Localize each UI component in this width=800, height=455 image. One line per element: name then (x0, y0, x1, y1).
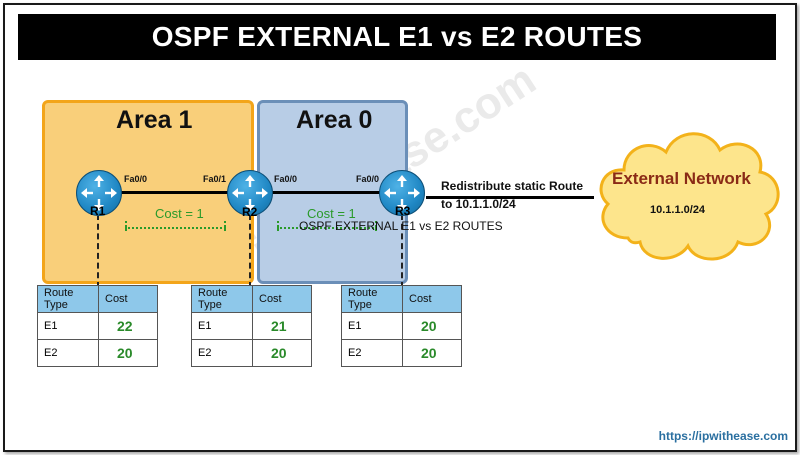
route-type-cell: E2 (341, 339, 403, 367)
area-0-label: Area 0 (296, 106, 373, 134)
table-header-cell: Cost (98, 285, 158, 313)
external-network-address: 10.1.1.0/24 (650, 204, 706, 216)
link-r3-external (426, 196, 594, 199)
external-network-label: External Network (612, 169, 751, 188)
redistribute-line-2: to 10.1.1.0/24 (441, 197, 516, 211)
router-r3-icon (379, 170, 425, 216)
router-r1-icon (76, 170, 122, 216)
cost-tick (224, 221, 226, 231)
cost-tick (277, 221, 279, 231)
cost-cell: 20 (252, 339, 312, 367)
r2-right-interface-label: Fa0/0 (274, 174, 298, 184)
router-r1-label: R1 (90, 204, 106, 218)
r2-dropline (249, 214, 251, 288)
r3-dropline (401, 214, 403, 288)
cost-tick (125, 221, 127, 231)
r3-left-interface-label: Fa0/0 (356, 174, 380, 184)
route-table-r3: Route Type Cost E1 20 E2 20 (341, 285, 462, 367)
table-header-cell: Route Type (37, 285, 99, 313)
r1-dropline (97, 214, 99, 288)
table-row: E2 20 (191, 339, 312, 367)
cost-line-r1-r2 (125, 227, 226, 229)
table-row: E2 20 (341, 339, 462, 367)
cost-line-r2-r3 (277, 227, 377, 229)
area-1-label: Area 1 (116, 106, 193, 134)
table-header-cell: Cost (252, 285, 312, 313)
table-header-row: Route Type Cost (37, 285, 158, 313)
route-type-cell: E1 (37, 312, 99, 340)
route-table-r1: Route Type Cost E1 22 E2 20 (37, 285, 158, 367)
cost-cell: 21 (252, 312, 312, 340)
cost-cell: 20 (402, 339, 462, 367)
table-header-cell: Cost (402, 285, 462, 313)
redistribute-line-1: Redistribute static Route (441, 179, 584, 193)
overlay-caption: OSPF EXTERNAL E1 vs E2 ROUTES (299, 219, 503, 233)
route-type-cell: E1 (341, 312, 403, 340)
diagram-title: OSPF EXTERNAL E1 vs E2 ROUTES (18, 14, 776, 60)
router-r3-label: R3 (395, 204, 411, 218)
r1-interface-label: Fa0/0 (124, 174, 148, 184)
external-network-cloud-icon (599, 132, 780, 261)
table-row: E1 21 (191, 312, 312, 340)
link-r1-r2 (120, 191, 228, 194)
cost-tick (375, 221, 377, 231)
route-type-cell: E1 (191, 312, 253, 340)
site-url-link[interactable]: https://ipwithease.com (658, 429, 788, 443)
cost-cell: 22 (98, 312, 158, 340)
table-header-cell: Route Type (191, 285, 253, 313)
router-r2-icon (227, 170, 273, 216)
link-r2-r3 (272, 191, 382, 194)
table-row: E2 20 (37, 339, 158, 367)
router-r2-label: R2 (242, 205, 258, 219)
route-type-cell: E2 (191, 339, 253, 367)
cost-cell: 20 (402, 312, 462, 340)
cost-label-r2-r3: Cost = 1 (307, 206, 356, 221)
table-header-row: Route Type Cost (341, 285, 462, 313)
table-header-row: Route Type Cost (191, 285, 312, 313)
route-type-cell: E2 (37, 339, 99, 367)
table-header-cell: Route Type (341, 285, 403, 313)
r2-left-interface-label: Fa0/1 (203, 174, 227, 184)
table-row: E1 20 (341, 312, 462, 340)
table-row: E1 22 (37, 312, 158, 340)
cost-label-r1-r2: Cost = 1 (155, 206, 204, 221)
route-table-r2: Route Type Cost E1 21 E2 20 (191, 285, 312, 367)
cost-cell: 20 (98, 339, 158, 367)
